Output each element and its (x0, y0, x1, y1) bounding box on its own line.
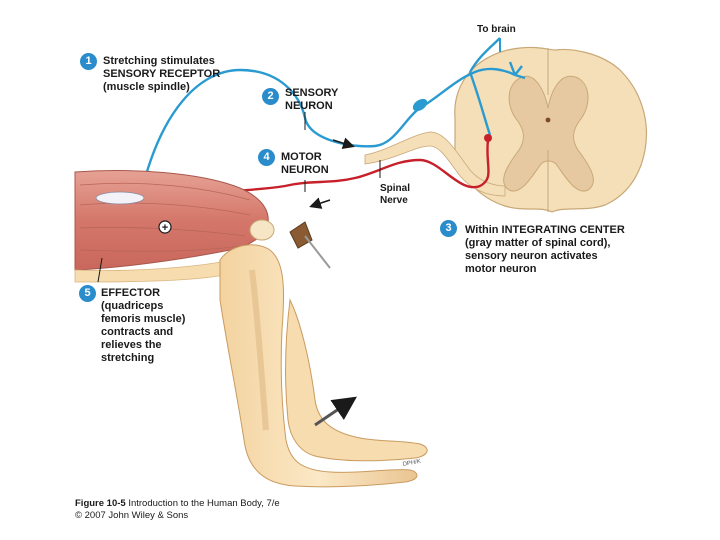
step-2-badge: 2 (262, 88, 279, 105)
to-brain-label: To brain (477, 24, 516, 35)
lower-leg (219, 244, 418, 488)
step-1-badge: 1 (80, 53, 97, 70)
plus-symbol: + (162, 222, 168, 234)
spinal-nerve-label: Spinal Nerve (380, 183, 411, 206)
muscle-spindle (95, 191, 145, 205)
kick-arrow (314, 396, 357, 427)
step-4-badge: 4 (258, 149, 275, 166)
reflex-hammer (289, 221, 331, 269)
excitation-marker (158, 220, 172, 234)
leader-lines (97, 112, 381, 283)
step-5-badge: 5 (79, 285, 96, 302)
figure-caption: Figure 10-5 Introduction to the Human Bo… (75, 498, 280, 522)
step-2-text: SENSORY NEURON (285, 87, 339, 112)
artist-signature: DPH/K (402, 459, 421, 468)
signal-direction-arrow-1 (332, 137, 355, 150)
step-3-text: Within INTEGRATING CENTER (gray matter o… (465, 224, 625, 275)
spinal-nerve-sheath (364, 131, 506, 197)
dorsal-root-ganglion (412, 98, 428, 112)
step-5-text: EFFECTOR (quadriceps femoris muscle) con… (101, 287, 186, 364)
spinal-cord-cross-section (454, 46, 648, 213)
step-4-text: MOTOR NEURON (281, 151, 329, 176)
patella (249, 219, 275, 241)
figure-title: Introduction to the Human Body, 7/e (128, 498, 280, 509)
second-leg (285, 298, 428, 462)
step-3-badge: 3 (440, 220, 457, 237)
signal-direction-arrow-2 (309, 197, 331, 209)
copyright-text: © 2007 John Wiley & Sons (75, 510, 189, 521)
sensory-neuron-path (138, 37, 526, 199)
step-1-text: Stretching stimulates SENSORY RECEPTOR (… (103, 55, 221, 93)
figure-number: Figure 10-5 (75, 498, 126, 509)
